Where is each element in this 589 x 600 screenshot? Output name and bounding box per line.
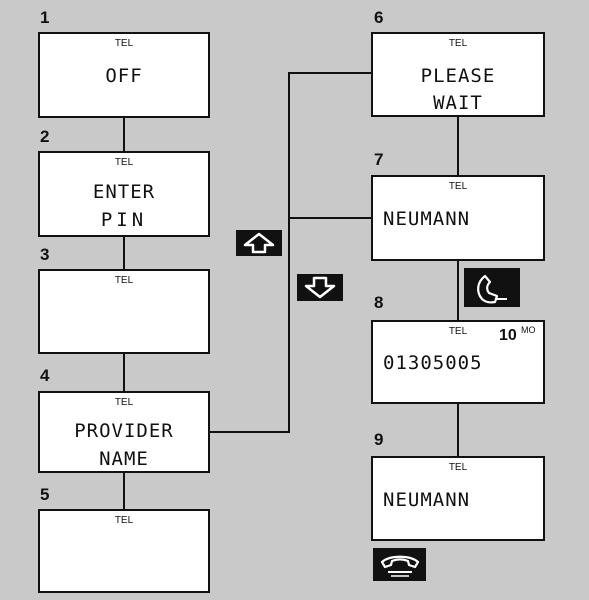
display-step-3: TEL bbox=[38, 269, 210, 354]
step-number-1: 1 bbox=[40, 8, 50, 27]
display-text: NEUMANN bbox=[383, 489, 471, 511]
handset-hangup-icon[interactable] bbox=[373, 548, 426, 581]
arrow-down-icon[interactable] bbox=[297, 274, 343, 301]
handset-offhook-glyph bbox=[477, 274, 507, 303]
step-number-8: 8 bbox=[374, 293, 384, 312]
display-text-line1: PROVIDER bbox=[74, 420, 174, 442]
tel-label: TEL bbox=[448, 326, 468, 337]
tel-label: TEL bbox=[114, 275, 134, 286]
tel-label: TEL bbox=[114, 397, 134, 408]
handset-hangup-glyph bbox=[380, 555, 419, 577]
display-text-line1: PLEASE bbox=[420, 65, 496, 87]
display-step-2: TEL ENTER PIN bbox=[38, 151, 210, 237]
phone-number: 01305005 bbox=[383, 352, 483, 374]
step-number-3: 3 bbox=[40, 245, 50, 264]
display-step-6: TEL PLEASE WAIT bbox=[371, 32, 545, 117]
tel-label: TEL bbox=[114, 38, 134, 49]
display-text: NEUMANN bbox=[383, 208, 471, 230]
display-text-line2: PIN bbox=[100, 209, 148, 231]
display-step-8: TEL 10 MO 01305005 bbox=[371, 320, 545, 404]
tel-label: TEL bbox=[448, 181, 468, 192]
arrow-up-glyph bbox=[243, 232, 275, 254]
display-step-4: TEL PROVIDER NAME bbox=[38, 391, 210, 473]
memory-indicator-suffix: MO bbox=[521, 325, 536, 335]
arrow-down-glyph bbox=[304, 276, 336, 299]
step-number-2: 2 bbox=[40, 127, 50, 146]
tel-label: TEL bbox=[114, 157, 134, 168]
handset-offhook-icon[interactable] bbox=[464, 268, 520, 307]
display-text: OFF bbox=[105, 65, 143, 87]
display-step-7: TEL NEUMANN bbox=[371, 175, 545, 261]
connector-4-6 bbox=[210, 72, 371, 433]
step-number-9: 9 bbox=[374, 430, 384, 449]
memory-indicator: 10 bbox=[499, 327, 517, 344]
display-step-9: TEL NEUMANN bbox=[371, 456, 545, 541]
display-text-line1: ENTER bbox=[92, 181, 156, 203]
tel-label: TEL bbox=[448, 462, 468, 473]
step-number-5: 5 bbox=[40, 485, 50, 504]
step-number-4: 4 bbox=[40, 366, 50, 385]
display-text-line2: WAIT bbox=[433, 92, 483, 114]
display-text-line2: NAME bbox=[99, 448, 149, 470]
display-step-5: TEL bbox=[38, 509, 210, 593]
display-step-1: TEL OFF bbox=[38, 32, 210, 118]
arrow-up-icon[interactable] bbox=[236, 230, 282, 256]
step-number-6: 6 bbox=[374, 8, 384, 27]
step-number-7: 7 bbox=[374, 150, 384, 169]
tel-label: TEL bbox=[448, 38, 468, 49]
tel-label: TEL bbox=[114, 515, 134, 526]
